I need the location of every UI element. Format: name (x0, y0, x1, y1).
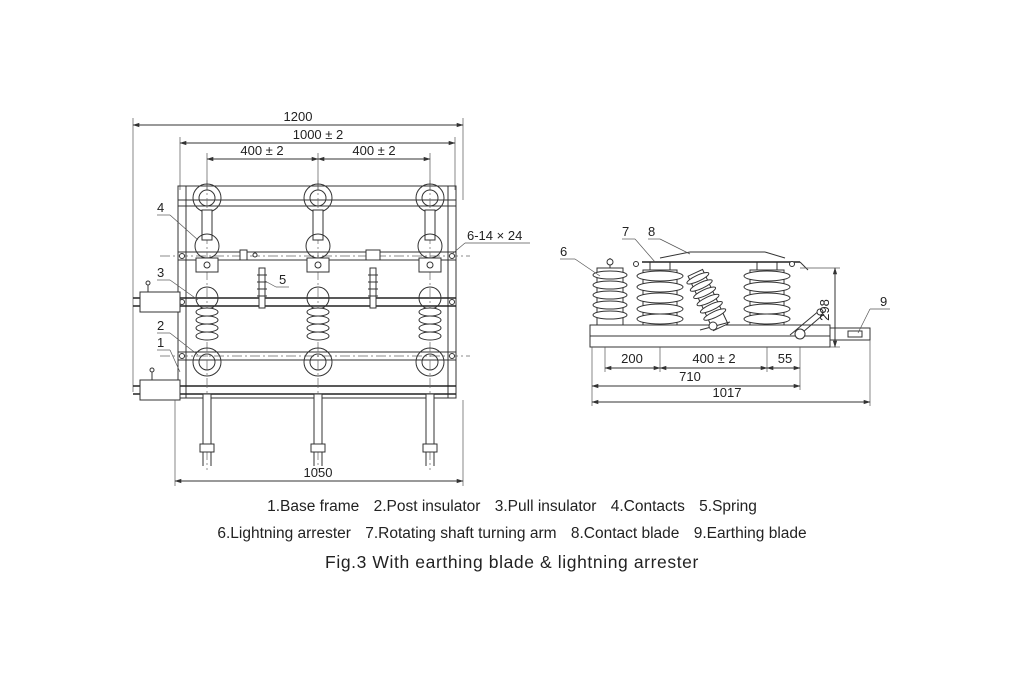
base-frame (133, 185, 470, 401)
legend-row-2: 6.Lightning arrester 7.Rotating shaft tu… (0, 525, 1024, 543)
dim-side-400-label: 400 ± 2 (692, 351, 735, 366)
dim-1017-label: 1017 (713, 385, 742, 400)
legend-item-lightning-arrester: 6.Lightning arrester (217, 525, 351, 542)
dim-1000-label: 1000 ± 2 (293, 127, 344, 142)
side-bottom-dimensions: 200 400 ± 2 55 710 1017 (591, 340, 871, 406)
springs (257, 267, 378, 309)
contact-blade (633, 251, 809, 271)
callout-8: 8 (648, 224, 655, 239)
dimension-1200: 1200 (132, 109, 464, 392)
figure-caption: Fig.3 With earthing blade & lightning ar… (325, 552, 699, 572)
front-callouts: 4 3 2 1 5 (157, 200, 289, 373)
dim-mounting-holes-label: 6-14 × 24 (467, 228, 522, 243)
mounting-hole-note: 6-14 × 24 (451, 228, 530, 255)
legend-item-contact-blade: 8.Contact blade (570, 525, 680, 542)
dimension-298: 298 (800, 267, 840, 348)
pole-middle (303, 180, 333, 470)
pole-left (192, 180, 222, 470)
lightning-arrester (592, 258, 628, 326)
dim-55-label: 55 (778, 351, 792, 366)
side-callouts: 6 7 8 9 (560, 224, 890, 334)
legend-item-pull-insulator: 3.Pull insulator (494, 498, 597, 515)
front-view: 1200 1000 ± 2 400 ± 2 400 ± 2 (132, 109, 530, 486)
callout-5: 5 (279, 272, 286, 287)
legend-item-earthing-blade: 9.Earthing blade (693, 525, 807, 542)
dim-298-label: 298 (817, 299, 832, 321)
side-view: 298 200 400 ± 2 55 710 1017 6 7 (560, 224, 890, 406)
dim-400-left-label: 400 ± 2 (240, 143, 283, 158)
legend-item-rotating-shaft-arm: 7.Rotating shaft turning arm (365, 525, 557, 542)
side-post-insulator-left (636, 261, 684, 326)
callout-9: 9 (880, 294, 887, 309)
dim-1050-label: 1050 (304, 465, 333, 480)
dimension-1050: 1050 (174, 400, 464, 486)
dim-710-label: 710 (679, 369, 701, 384)
legend-item-post-insulator: 2.Post insulator (373, 498, 481, 515)
dim-200-label: 200 (621, 351, 643, 366)
callout-3: 3 (157, 265, 164, 280)
pole-right (415, 180, 445, 470)
callout-2: 2 (157, 318, 164, 333)
dimension-1000: 1000 ± 2 (179, 127, 456, 190)
dim-400-right-label: 400 ± 2 (352, 143, 395, 158)
side-rotating-insulator (686, 268, 729, 332)
callout-1: 1 (157, 335, 164, 350)
earthing-blade (789, 308, 825, 340)
legend-item-spring: 5.Spring (699, 498, 757, 515)
dim-1200-label: 1200 (284, 109, 313, 124)
dimension-400-pair: 400 ± 2 400 ± 2 (206, 143, 431, 190)
callout-4: 4 (157, 200, 164, 215)
side-post-insulator-right (743, 261, 791, 326)
callout-6: 6 (560, 244, 567, 259)
callout-7: 7 (622, 224, 629, 239)
legend-item-contacts: 4.Contacts (610, 498, 685, 515)
legend-row-1: 1.Base frame 2.Post insulator 3.Pull ins… (0, 498, 1024, 516)
legend-item-base-frame: 1.Base frame (267, 498, 360, 515)
